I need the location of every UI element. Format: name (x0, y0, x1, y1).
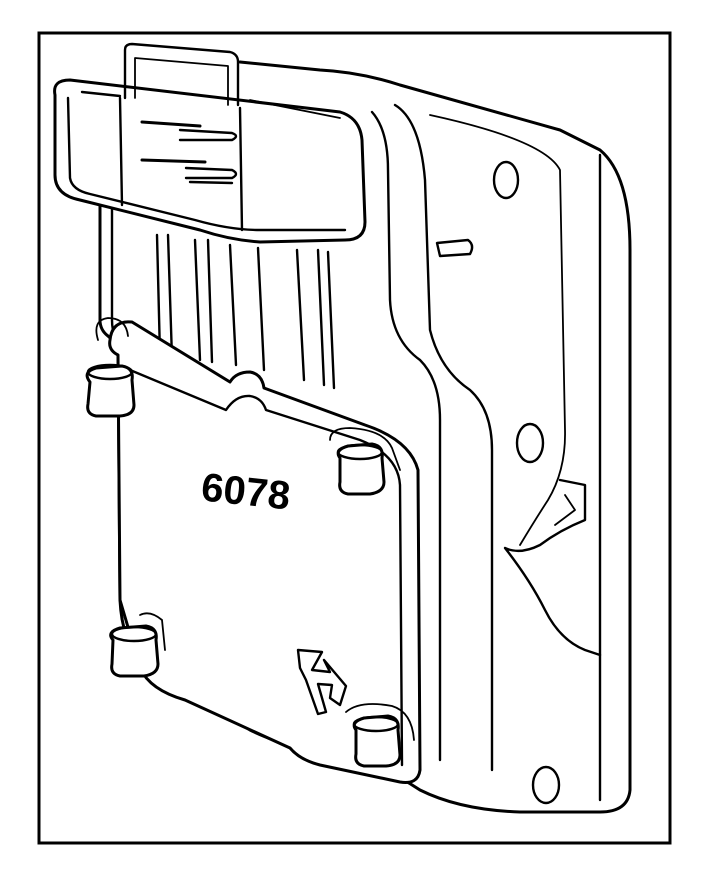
bolt-boss (139, 612, 166, 651)
module-housing-icon (98, 60, 632, 814)
casting-mark (296, 648, 348, 716)
bolt-boss (95, 317, 129, 341)
mounting-bolt-icon (352, 714, 402, 768)
cover-plate (108, 320, 422, 784)
mounting-bolt-icon (336, 442, 386, 496)
bolt-boss (345, 703, 415, 741)
mounting-bolt-icon (85, 363, 136, 418)
bolt-boss (329, 427, 401, 471)
frame-border (37, 31, 672, 845)
part-number-label: 6078 (199, 465, 292, 518)
electrical-connector-icon (53, 42, 367, 244)
mounting-bolt-icon (109, 624, 160, 678)
